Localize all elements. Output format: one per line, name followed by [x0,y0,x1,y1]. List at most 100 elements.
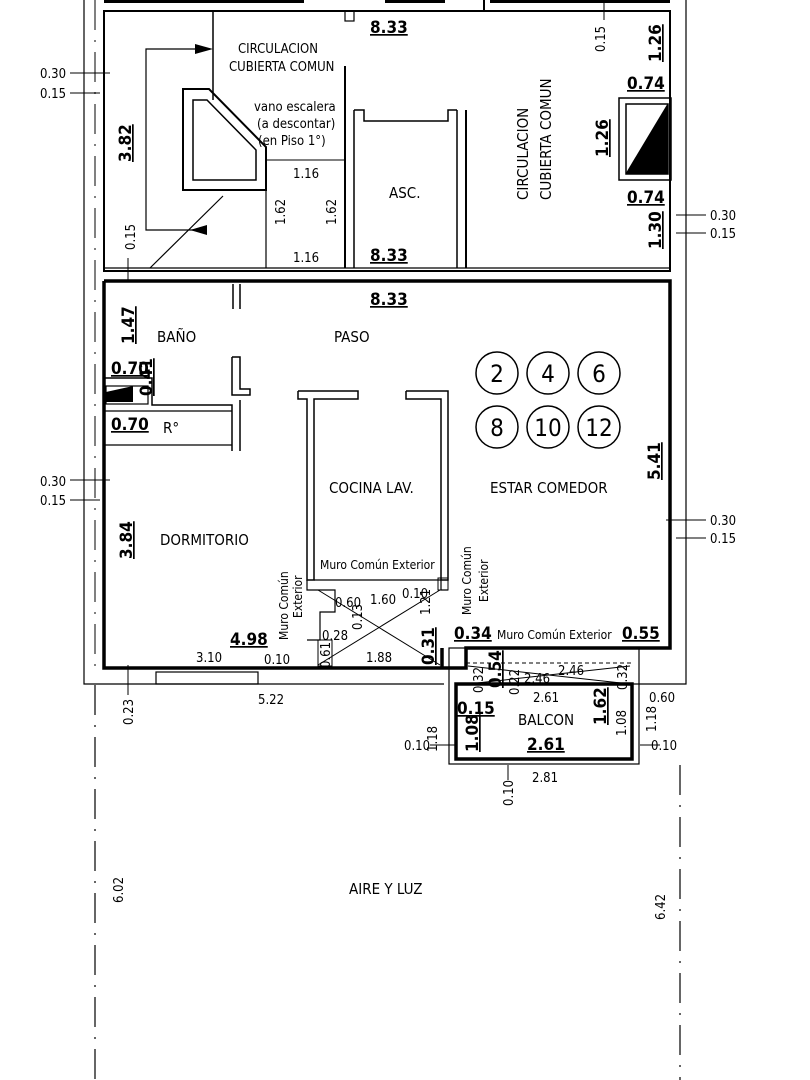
dim-label: 0.31 [419,627,439,665]
stair-inner [192,99,257,181]
dim-label: 0.70 [111,415,149,435]
room-label-balcon: BALCON [518,711,574,729]
room-label-dormitorio: DORMITORIO [160,531,249,549]
dim-label: 1.60 [370,593,396,608]
leaders [70,0,706,780]
dim-label: 0.15 [457,699,495,719]
lot-line-left [83,0,444,685]
dim-label: 0.10 [264,653,290,668]
dim-label: 5.41 [645,442,665,480]
balcony-outer [448,647,640,765]
dim-label: 0.32 [616,664,631,690]
wall-label-exterior: Exterior [291,575,305,618]
wall-label-muro-comun: Muro Común [277,571,291,640]
dim-label: 0.34 [454,624,492,644]
wall-label-exterior: Exterior [477,559,491,602]
dim-label: 0.60 [335,596,361,611]
dim-label: 6.42 [654,894,669,920]
dim-label: 3.10 [196,651,222,666]
asc-top [354,109,457,122]
unit-numbers: 2 4 6 8 10 12 [490,360,613,442]
balcony-cross-2 [467,665,631,685]
dim-label: 1.18 [426,726,441,752]
dim-label: 1.88 [366,651,392,666]
room-label-vano: (en Piso 1°) [258,134,326,149]
dim-label: 0.30 [710,209,736,224]
dim-label: 1.47 [119,306,139,344]
dim-label: 0.15 [710,227,736,242]
kitchen-col-b [317,639,333,667]
dim-label: 0.10 [402,587,428,602]
dim-label: 0.13 [351,604,366,630]
dim-label: 2.46 [524,672,550,687]
room-label-vano: vano escalera [254,100,336,115]
window-frame [618,97,672,181]
dim-label: 0.30 [40,67,66,82]
dim-label: 0.32 [472,667,487,693]
dim-label: 1.62 [325,199,340,225]
dim-label: 0.55 [622,624,660,644]
dim-label: 0.61 [319,642,334,668]
dim-label: 0.15 [40,87,66,102]
stair-outer [182,88,267,191]
room-labels: CIRCULACION CUBIERTA COMUN vano escalera… [157,42,608,898]
dim-label: 0.74 [627,188,665,208]
unit-circle [577,405,621,449]
unit-circle [577,351,621,395]
dim-label: 2.81 [532,771,558,786]
lot-line-right [632,0,687,685]
dim-label: 0.60 [649,691,675,706]
stair-arrow-path [145,48,210,231]
dim-label: 0.15 [594,26,609,52]
balcony-inner [454,682,634,761]
walls [83,0,687,1080]
room-label-circulacion-right: CIRCULACION [514,108,532,200]
unit-number: 2 [490,360,504,388]
dim-label: 0.23 [122,699,137,725]
dim-label: 5.22 [258,693,284,708]
unit-number: 6 [592,360,606,388]
kitchen-cross-2 [317,589,441,666]
dim-label: 8.33 [370,246,408,266]
unit-circle [526,405,570,449]
room-label-circulacion-right: CUBIERTA COMUN [537,78,555,200]
dim-label: 0.15 [40,494,66,509]
dim-label: 0.30 [710,514,736,529]
dim-label: 0.28 [322,629,348,644]
dim-label: 2.61 [527,735,565,755]
dim-label: 1.16 [293,251,319,266]
apartment-wall [102,279,672,670]
south-window [155,671,259,685]
top-strip-right [490,0,670,3]
top-strip-left [104,0,304,3]
dim-label: 1.21 [419,589,434,615]
dim-label: 2.46 [558,664,584,679]
dim-label: 1.30 [646,211,666,249]
dim-label: 2.61 [533,691,559,706]
unit-circle [475,351,519,395]
dim-label: 1.18 [645,706,660,732]
room-label-asc: ASC. [389,184,421,202]
wall-label-muro-comun-exterior: Muro Común Exterior [497,628,612,642]
room-label-vano: (a descontar) [257,117,335,132]
bold-dimensions: 8.33 8.33 8.33 3.82 1.26 0.74 1.26 0.74 … [111,18,666,755]
unit-number: 4 [541,360,555,388]
room-label-bano: BAÑO [157,327,196,346]
unit-number: 8 [490,414,504,442]
stair-diagonal [149,195,224,269]
dim-label: 1.26 [593,119,613,157]
bath-fixture-fill [106,386,133,402]
small-dimensions: 0.30 0.15 0.30 0.15 0.30 0.15 0.30 0.15 … [40,26,736,920]
dim-label: 0.41 [137,358,157,396]
kitchen-col-a [437,577,449,591]
wall-labels: Muro Común Exterior Muro Común Exterior … [277,546,612,642]
unit-number: 12 [585,414,612,442]
room-label-aire: AIRE Y LUZ [349,880,423,898]
unit-circle [475,405,519,449]
room-label-circulacion-left: CIRCULACION [238,42,318,57]
dim-label: 1.08 [615,710,630,736]
circulation-wall [103,10,671,272]
dim-label: 0.30 [40,475,66,490]
dim-label: 8.33 [370,290,408,310]
